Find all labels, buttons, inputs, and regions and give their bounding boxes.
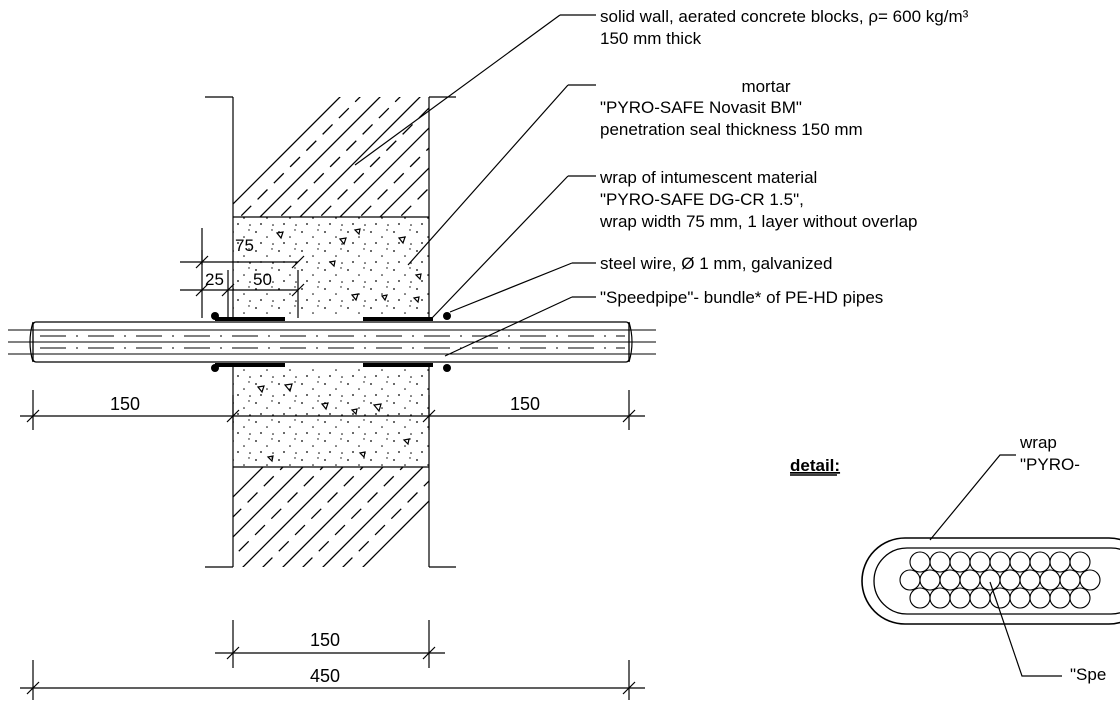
dim-50-label: 50: [253, 270, 272, 289]
wall-upper-block: [233, 97, 429, 217]
wall-label-line2: 150 mm thick: [600, 29, 702, 48]
detail-title: detail:: [790, 456, 840, 475]
detail-pipe-circle: [929, 587, 951, 609]
wrap-label-line2: "PYRO-SAFE DG-CR 1.5",: [600, 190, 804, 209]
detail-pipe-circle: [909, 551, 931, 573]
detail-pipe-circle: [999, 569, 1021, 591]
detail-pipe-circle: [1069, 587, 1091, 609]
dim-75-label: 75: [235, 236, 254, 255]
dim-wall-thickness: 150: [310, 630, 340, 650]
wrap-label-line1: wrap of intumescent material: [599, 168, 817, 187]
detail-pipe-circle: [969, 587, 991, 609]
mortar-label-line2: "PYRO-SAFE Novasit BM": [600, 98, 802, 117]
detail-wrap-label-line1: wrap: [1019, 433, 1057, 452]
wrap-label-line3: wrap width 75 mm, 1 layer without overla…: [599, 212, 917, 231]
detail-pipe-circle: [989, 551, 1011, 573]
detail-wrap-label-line2: "PYRO-: [1020, 455, 1080, 474]
detail-pipe-circle: [1039, 569, 1061, 591]
intumescent-wraps: [215, 317, 433, 367]
detail-pipe-circle: [939, 569, 961, 591]
wall-lower-block: [233, 467, 429, 567]
detail-pipe-circle: [1019, 569, 1041, 591]
detail-pipe-circles: [899, 551, 1101, 609]
dimension-wrap-width: 75 25 50: [180, 228, 305, 318]
dim-25-label: 25: [205, 270, 224, 289]
detail-pipe-circle: [979, 569, 1001, 591]
leader-lines: [354, 14, 596, 357]
steel-wire-dots: [211, 312, 451, 372]
detail-pipe-circle: [1029, 551, 1051, 573]
detail-pipe-circle: [899, 569, 921, 591]
wall-label-line1: solid wall, aerated concrete blocks, ρ= …: [600, 7, 969, 26]
mortar-label-line3: penetration seal thickness 150 mm: [600, 120, 863, 139]
detail-pipe-circle: [1059, 569, 1081, 591]
detail-pipe-circle: [1049, 587, 1071, 609]
dim-total-length: 450: [310, 666, 340, 686]
mortar-label-line1: mortar: [741, 77, 790, 96]
detail-pipe-circle: [1009, 551, 1031, 573]
pipe-bundle: [8, 321, 656, 363]
wall-outline: [205, 96, 456, 568]
detail-pipe-circle: [969, 551, 991, 573]
detail-pipe-circle: [1029, 587, 1051, 609]
dimension-lines: [20, 390, 645, 700]
dim-left-projection: 150: [110, 394, 140, 414]
detail-pipe-circle: [1069, 551, 1091, 573]
detail-pipes-label: "Spe: [1070, 665, 1106, 684]
detail-pipe-circle: [949, 587, 971, 609]
detail-bundle-cross-section: [861, 454, 1120, 677]
detail-pipe-circle: [919, 569, 941, 591]
detail-pipe-circle: [909, 587, 931, 609]
detail-pipe-circle: [1079, 569, 1101, 591]
wire-label: steel wire, Ø 1 mm, galvanized: [600, 254, 832, 273]
pipes-label: "Speedpipe"- bundle* of PE-HD pipes: [600, 288, 883, 307]
detail-pipe-circle: [949, 551, 971, 573]
detail-pipe-circle: [959, 569, 981, 591]
detail-pipe-circle: [929, 551, 951, 573]
dim-right-projection: 150: [510, 394, 540, 414]
detail-pipe-circle: [1049, 551, 1071, 573]
detail-pipe-circle: [1009, 587, 1031, 609]
